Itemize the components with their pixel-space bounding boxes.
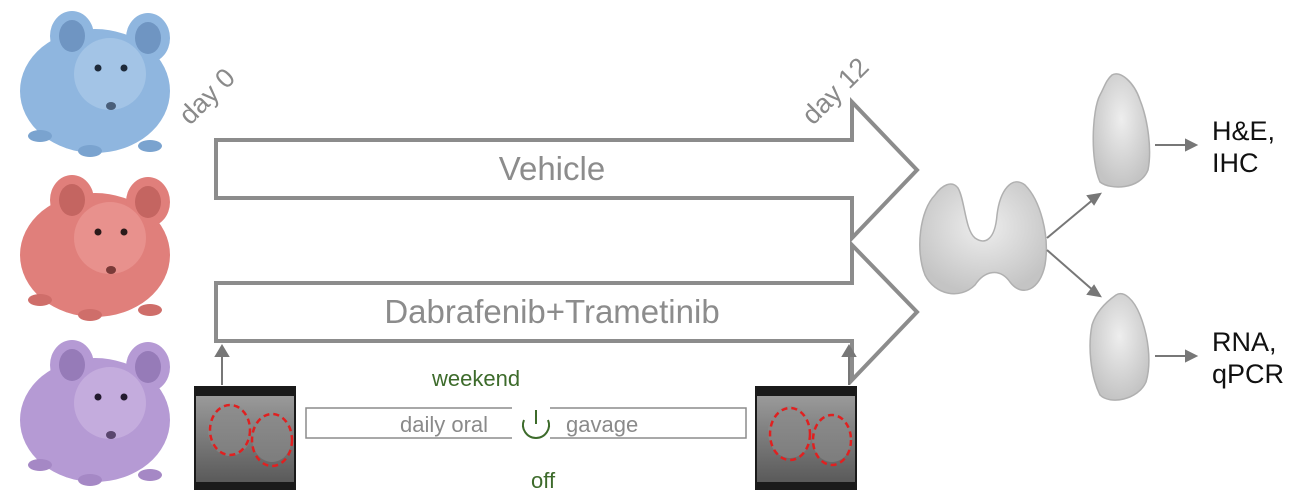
daily-oral-label: daily oral <box>400 412 489 437</box>
power-off-icon <box>522 410 550 439</box>
split-arrows <box>1046 192 1102 298</box>
ultrasound-image-day0 <box>194 386 296 490</box>
thyroid-gland-icon <box>919 181 1048 295</box>
mouse-blue-icon <box>20 11 170 157</box>
treatment-group-label: Dabrafenib+Trametinib <box>384 293 720 330</box>
thyroid-lobe-bottom-icon <box>1089 293 1150 401</box>
output-line: H&E, <box>1212 116 1276 146</box>
vehicle-group-label: Vehicle <box>498 150 606 187</box>
start-marker-arrow <box>214 344 230 385</box>
tumor-outline <box>811 413 853 467</box>
output-line: IHC <box>1212 148 1259 178</box>
tumor-outline <box>768 406 812 462</box>
gavage-label: gavage <box>566 412 639 437</box>
ultrasound-image-day12 <box>755 386 857 490</box>
vehicle-arrow <box>214 97 920 243</box>
treatment-arrow <box>214 240 920 385</box>
tumor-outline <box>250 412 294 468</box>
output-arrow-bottom <box>1155 349 1199 363</box>
weekend-label: weekend <box>432 366 521 391</box>
output-line: RNA, <box>1212 327 1277 357</box>
end-marker-arrow <box>841 344 857 385</box>
thyroid-lobe-top-icon <box>1092 73 1151 188</box>
output-label-histology: H&E, IHC <box>1212 115 1275 179</box>
tumor-outline <box>208 403 252 457</box>
output-arrow-top <box>1155 138 1199 152</box>
off-label: off <box>531 468 556 493</box>
mouse-red-icon <box>20 175 170 321</box>
output-line: qPCR <box>1212 359 1285 389</box>
mouse-purple-icon <box>20 340 170 486</box>
output-label-rna: RNA, qPCR <box>1212 326 1284 390</box>
